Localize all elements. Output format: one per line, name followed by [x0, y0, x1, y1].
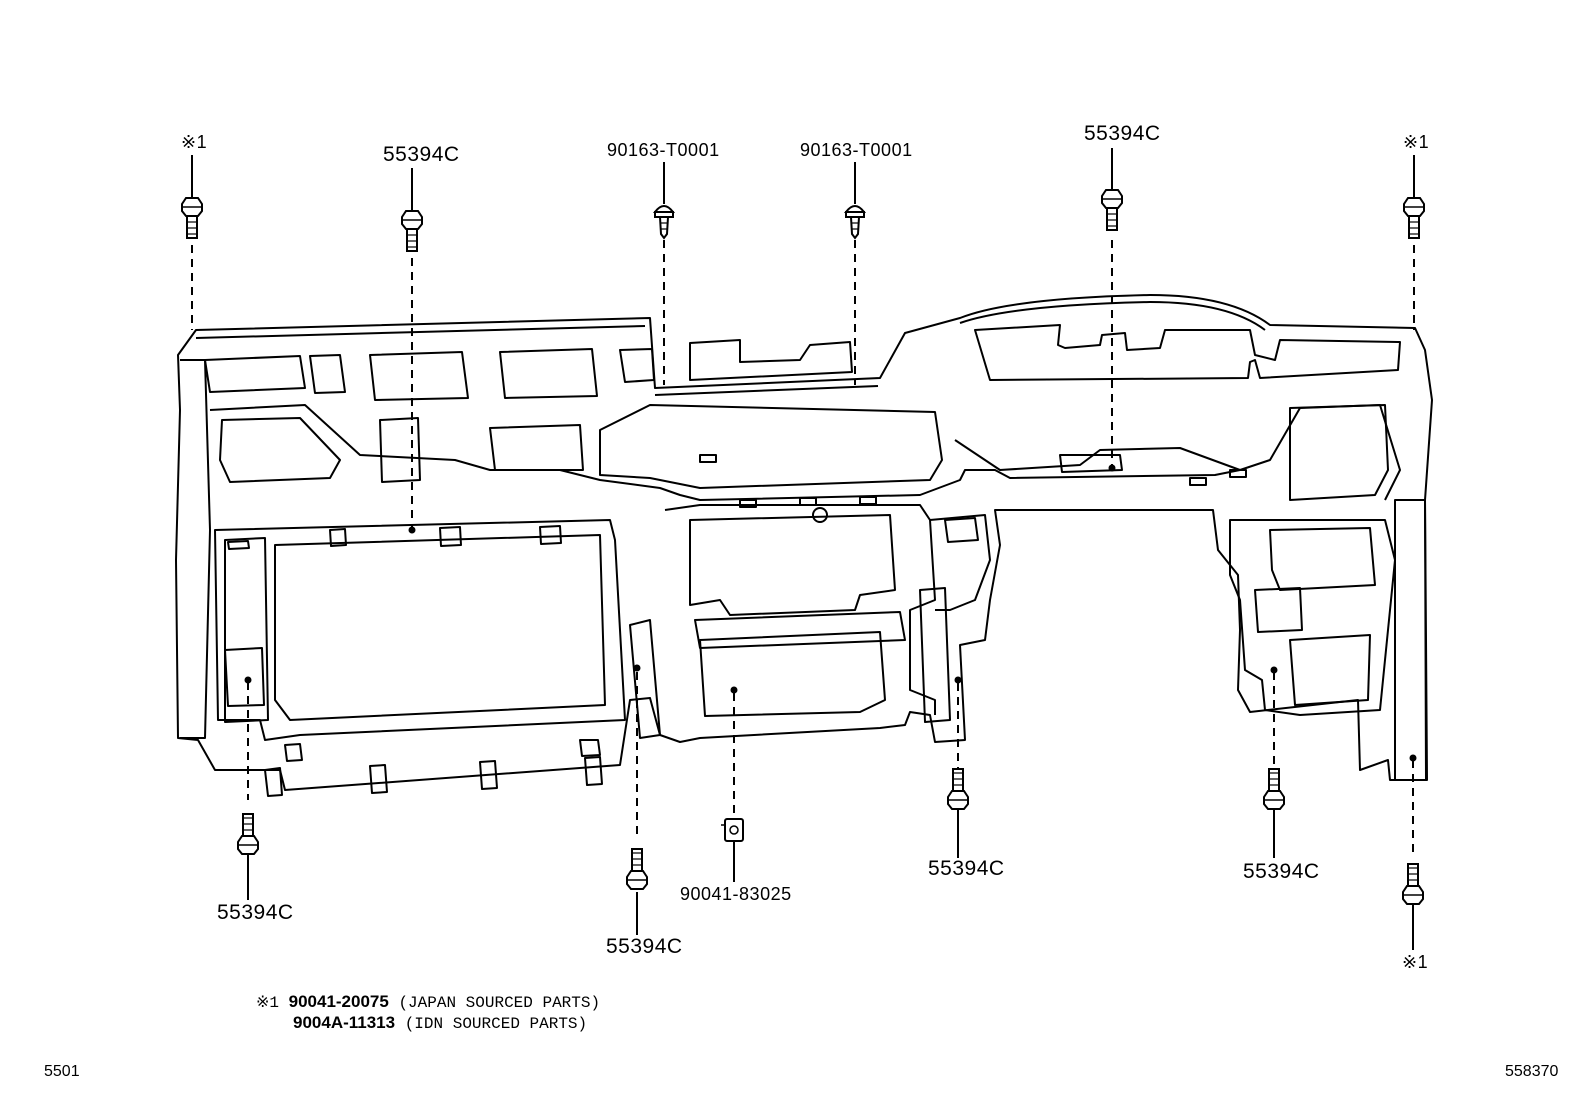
mark-bottom-right: ※1: [1402, 952, 1429, 972]
screw-clip-icon: [654, 205, 674, 239]
mark-top-left: ※1: [181, 132, 208, 152]
footnote-desc-2: (IDN SOURCED PARTS): [404, 1015, 588, 1033]
part-label-55394c-bottom-4: 55394C: [1243, 860, 1320, 883]
footnote-part-1: 90041-20075: [288, 992, 389, 1011]
page-code-left: 5501: [44, 1063, 80, 1080]
bolt-icon: [1402, 863, 1424, 905]
part-label-90163-t0001-a: 90163-T0001: [607, 140, 720, 160]
part-label-55394c-bottom-3: 55394C: [928, 857, 1005, 880]
footnote-line-1: ※1 90041-20075 (JAPAN SOURCED PARTS): [256, 993, 600, 1011]
footnote-line-2: 9004A-11313 (IDN SOURCED PARTS): [293, 1014, 587, 1032]
bolt-icon: [947, 768, 969, 810]
part-label-55394c-bottom-2: 55394C: [606, 935, 683, 958]
screw-clip-icon: [845, 205, 865, 239]
bolt-icon: [1263, 768, 1285, 810]
nut-clip-icon: [721, 818, 744, 842]
part-label-90041-83025: 90041-83025: [680, 884, 792, 904]
part-label-90163-t0001-b: 90163-T0001: [800, 140, 913, 160]
page-code-right: 558370: [1505, 1063, 1559, 1080]
footnote-desc-1: (JAPAN SOURCED PARTS): [398, 994, 601, 1012]
leader-lines: [191, 240, 1415, 852]
bolt-icon: [401, 210, 423, 252]
reinforcement-assembly: [175, 294, 1433, 797]
fasteners: [181, 189, 1425, 905]
bolt-icon: [626, 848, 648, 890]
part-label-55394c-top-left: 55394C: [383, 143, 460, 166]
bolt-icon: [237, 813, 259, 855]
part-label-55394c-bottom-1: 55394C: [217, 901, 294, 924]
footnote-mark: ※1: [256, 994, 280, 1012]
mark-top-right: ※1: [1403, 132, 1430, 152]
footnote-part-2: 9004A-11313: [293, 1013, 396, 1032]
bolt-icon: [181, 197, 203, 239]
bolt-icon: [1101, 189, 1123, 231]
part-label-55394c-top-right: 55394C: [1084, 122, 1161, 145]
bolt-icon: [1403, 197, 1425, 239]
label-stubs: [191, 148, 1415, 950]
